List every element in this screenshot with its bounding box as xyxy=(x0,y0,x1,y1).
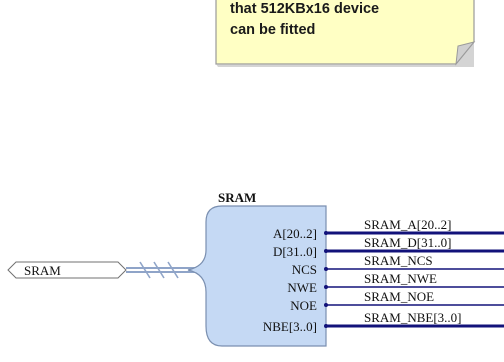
output-wires xyxy=(324,231,504,328)
net-sram-nbe[interactable]: SRAM_NBE[3..0] xyxy=(364,310,462,325)
sram-port[interactable]: SRAM xyxy=(7,261,127,279)
net-sram-ncs[interactable]: SRAM_NCS xyxy=(364,253,433,268)
pin-a: A[20..2] xyxy=(273,226,317,241)
sticky-note: that 512KBx16 device can be fitted xyxy=(215,0,476,67)
net-sram-noe[interactable]: SRAM_NOE xyxy=(364,289,434,304)
note-line-1: that 512KBx16 device xyxy=(230,1,379,17)
note-line-2: can be fitted xyxy=(230,22,315,38)
pin-ncs: NCS xyxy=(292,262,317,277)
pin-nwe: NWE xyxy=(287,280,317,295)
pin-d: D[31..0] xyxy=(273,244,317,259)
net-sram-d[interactable]: SRAM_D[31..0] xyxy=(364,235,451,250)
pin-nbe: NBE[3..0] xyxy=(263,319,317,334)
net-sram-a[interactable]: SRAM_A[20..2] xyxy=(364,217,451,232)
net-labels: SRAM_A[20..2] SRAM_D[31..0] SRAM_NCS SRA… xyxy=(364,217,462,325)
net-sram-nwe[interactable]: SRAM_NWE xyxy=(364,271,437,286)
port-label: SRAM xyxy=(24,263,61,278)
sram-component[interactable]: SRAM A[20..2] D[31..0] NCS NWE NOE NBE[3… xyxy=(187,190,327,347)
pin-noe: NOE xyxy=(290,298,317,313)
bus-harness xyxy=(126,261,200,279)
component-title: SRAM xyxy=(218,190,256,205)
